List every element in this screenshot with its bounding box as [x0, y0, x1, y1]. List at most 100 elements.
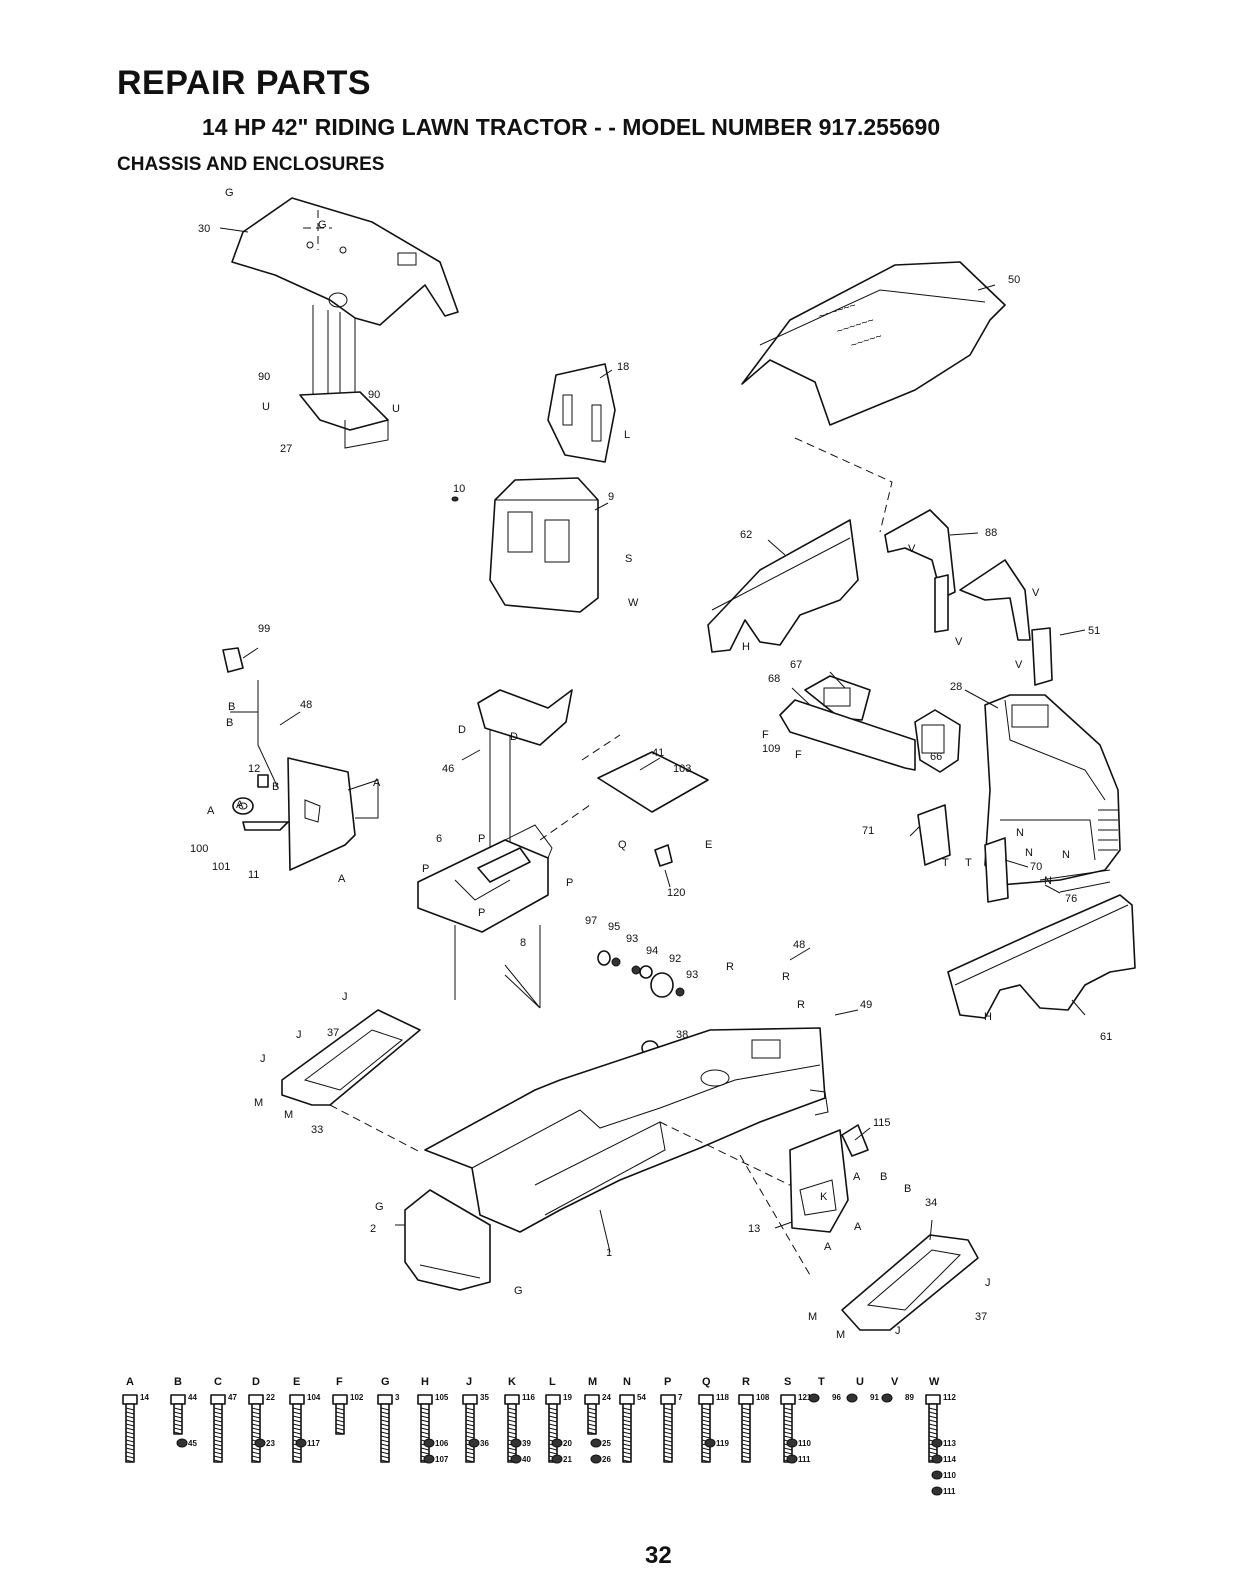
hardware-part-number: 108	[756, 1393, 770, 1402]
bolt-head-icon	[698, 1394, 714, 1405]
hardware-letter: W	[929, 1376, 940, 1388]
letter-ref: N	[1016, 827, 1024, 839]
callout-label: 99	[258, 623, 270, 635]
bolt-shank-icon	[173, 1403, 183, 1435]
hardware-part-number: 104	[307, 1393, 321, 1402]
letter-ref: M	[808, 1311, 817, 1323]
hardware-item-p: P7	[660, 1376, 683, 1463]
nut-icon	[423, 1438, 435, 1448]
callout-label: 37	[975, 1311, 987, 1323]
hardware-part-number: 3	[395, 1393, 400, 1402]
nut-icon	[931, 1438, 943, 1448]
callout-label: 62	[740, 529, 752, 541]
right-footrest-part	[841, 1234, 979, 1331]
callout-label: 10	[453, 483, 465, 495]
callout-label: 90	[368, 389, 380, 401]
callout-label: 48	[300, 699, 312, 711]
letter-ref: D	[458, 724, 466, 736]
callout-label: 94	[646, 945, 658, 957]
hardware-letter: D	[252, 1376, 260, 1388]
bolt-head-icon	[289, 1394, 305, 1405]
hardware-letter: F	[336, 1376, 343, 1388]
callout-label: 13	[748, 1223, 760, 1235]
hardware-part-number: 110	[798, 1439, 811, 1448]
left-side-panel-part	[707, 519, 859, 653]
letter-ref: G	[225, 187, 234, 199]
bolt-head-icon	[170, 1394, 186, 1405]
letter-ref: V	[1015, 659, 1023, 671]
dash-support-part	[417, 689, 709, 933]
hardware-part-number: 91	[870, 1393, 879, 1402]
callout-label: 115	[873, 1117, 891, 1129]
callout-label: 49	[860, 999, 872, 1011]
letter-ref: J	[260, 1053, 266, 1065]
letter-ref: K	[820, 1191, 828, 1203]
callout-label: 93	[626, 933, 638, 945]
callout-label: 41	[652, 747, 664, 759]
callout-label: 61	[1100, 1031, 1112, 1043]
nut-icon	[423, 1454, 435, 1464]
callout-label: 68	[768, 673, 780, 685]
callout-label: 27	[280, 443, 292, 455]
letter-ref: J	[895, 1325, 901, 1337]
hardware-letter: B	[174, 1376, 182, 1388]
hardware-part-number: 20	[563, 1439, 572, 1448]
hardware-part-number: 111	[798, 1455, 811, 1464]
hardware-item-v: V89	[881, 1376, 914, 1403]
right-frame-bracket-part	[789, 1124, 869, 1233]
letter-ref: A	[236, 799, 244, 811]
letter-ref: H	[742, 641, 750, 653]
hardware-part-number: 105	[435, 1393, 449, 1402]
bolt-head-icon	[210, 1394, 226, 1405]
nut-icon	[510, 1454, 522, 1464]
hardware-part-number: 111	[943, 1487, 956, 1496]
bolt-head-icon	[377, 1394, 393, 1405]
letter-ref: A	[853, 1171, 861, 1183]
callout-label: 18	[617, 361, 629, 373]
callout-label: 46	[442, 763, 454, 775]
callout-label: 2	[370, 1223, 376, 1235]
callout-label: 51	[1088, 625, 1100, 637]
callout-label: 37	[327, 1027, 339, 1039]
nut-icon	[931, 1486, 943, 1496]
hardware-part-number: 110	[943, 1471, 956, 1480]
hardware-part-number: 121	[798, 1393, 812, 1402]
letter-ref: B	[904, 1183, 911, 1195]
letter-ref: G	[375, 1201, 384, 1213]
letter-ref: J	[985, 1277, 991, 1289]
dash-panel-part	[231, 197, 459, 449]
callout-label: 93	[686, 969, 698, 981]
hardware-part-number: 107	[435, 1455, 449, 1464]
nut-icon	[551, 1454, 563, 1464]
nut-icon	[551, 1438, 563, 1448]
callout-label: 92	[669, 953, 681, 965]
letter-ref: J	[342, 991, 348, 1003]
letter-ref: G	[514, 1285, 523, 1297]
letter-ref: L	[624, 429, 630, 441]
hood-part: ~~~~~~ ~~~~~~ ~~~~~	[741, 261, 1006, 533]
hardware-letter: A	[126, 1376, 134, 1388]
hardware-part-number: 26	[602, 1455, 611, 1464]
nut-icon	[590, 1438, 602, 1448]
nut-icon	[254, 1438, 266, 1448]
letter-ref: P	[478, 833, 485, 845]
hardware-item-g: G3	[377, 1376, 400, 1463]
hardware-part-number: 22	[266, 1393, 275, 1402]
letter-ref: V	[955, 636, 963, 648]
letter-ref: P	[422, 863, 429, 875]
letter-ref: E	[705, 839, 712, 851]
callout-label: 97	[585, 915, 597, 927]
callout-label: 12	[248, 763, 260, 775]
callout-label: 101	[212, 861, 230, 873]
hardware-part-number: 39	[522, 1439, 531, 1448]
callout-label: 100	[190, 843, 208, 855]
callout-label: 70	[1030, 861, 1042, 873]
hardware-part-number: 112	[943, 1393, 956, 1402]
hardware-letter: M	[588, 1376, 597, 1388]
hardware-letter: V	[891, 1376, 899, 1388]
hardware-part-number: 36	[480, 1439, 489, 1448]
nut-icon	[704, 1438, 716, 1448]
